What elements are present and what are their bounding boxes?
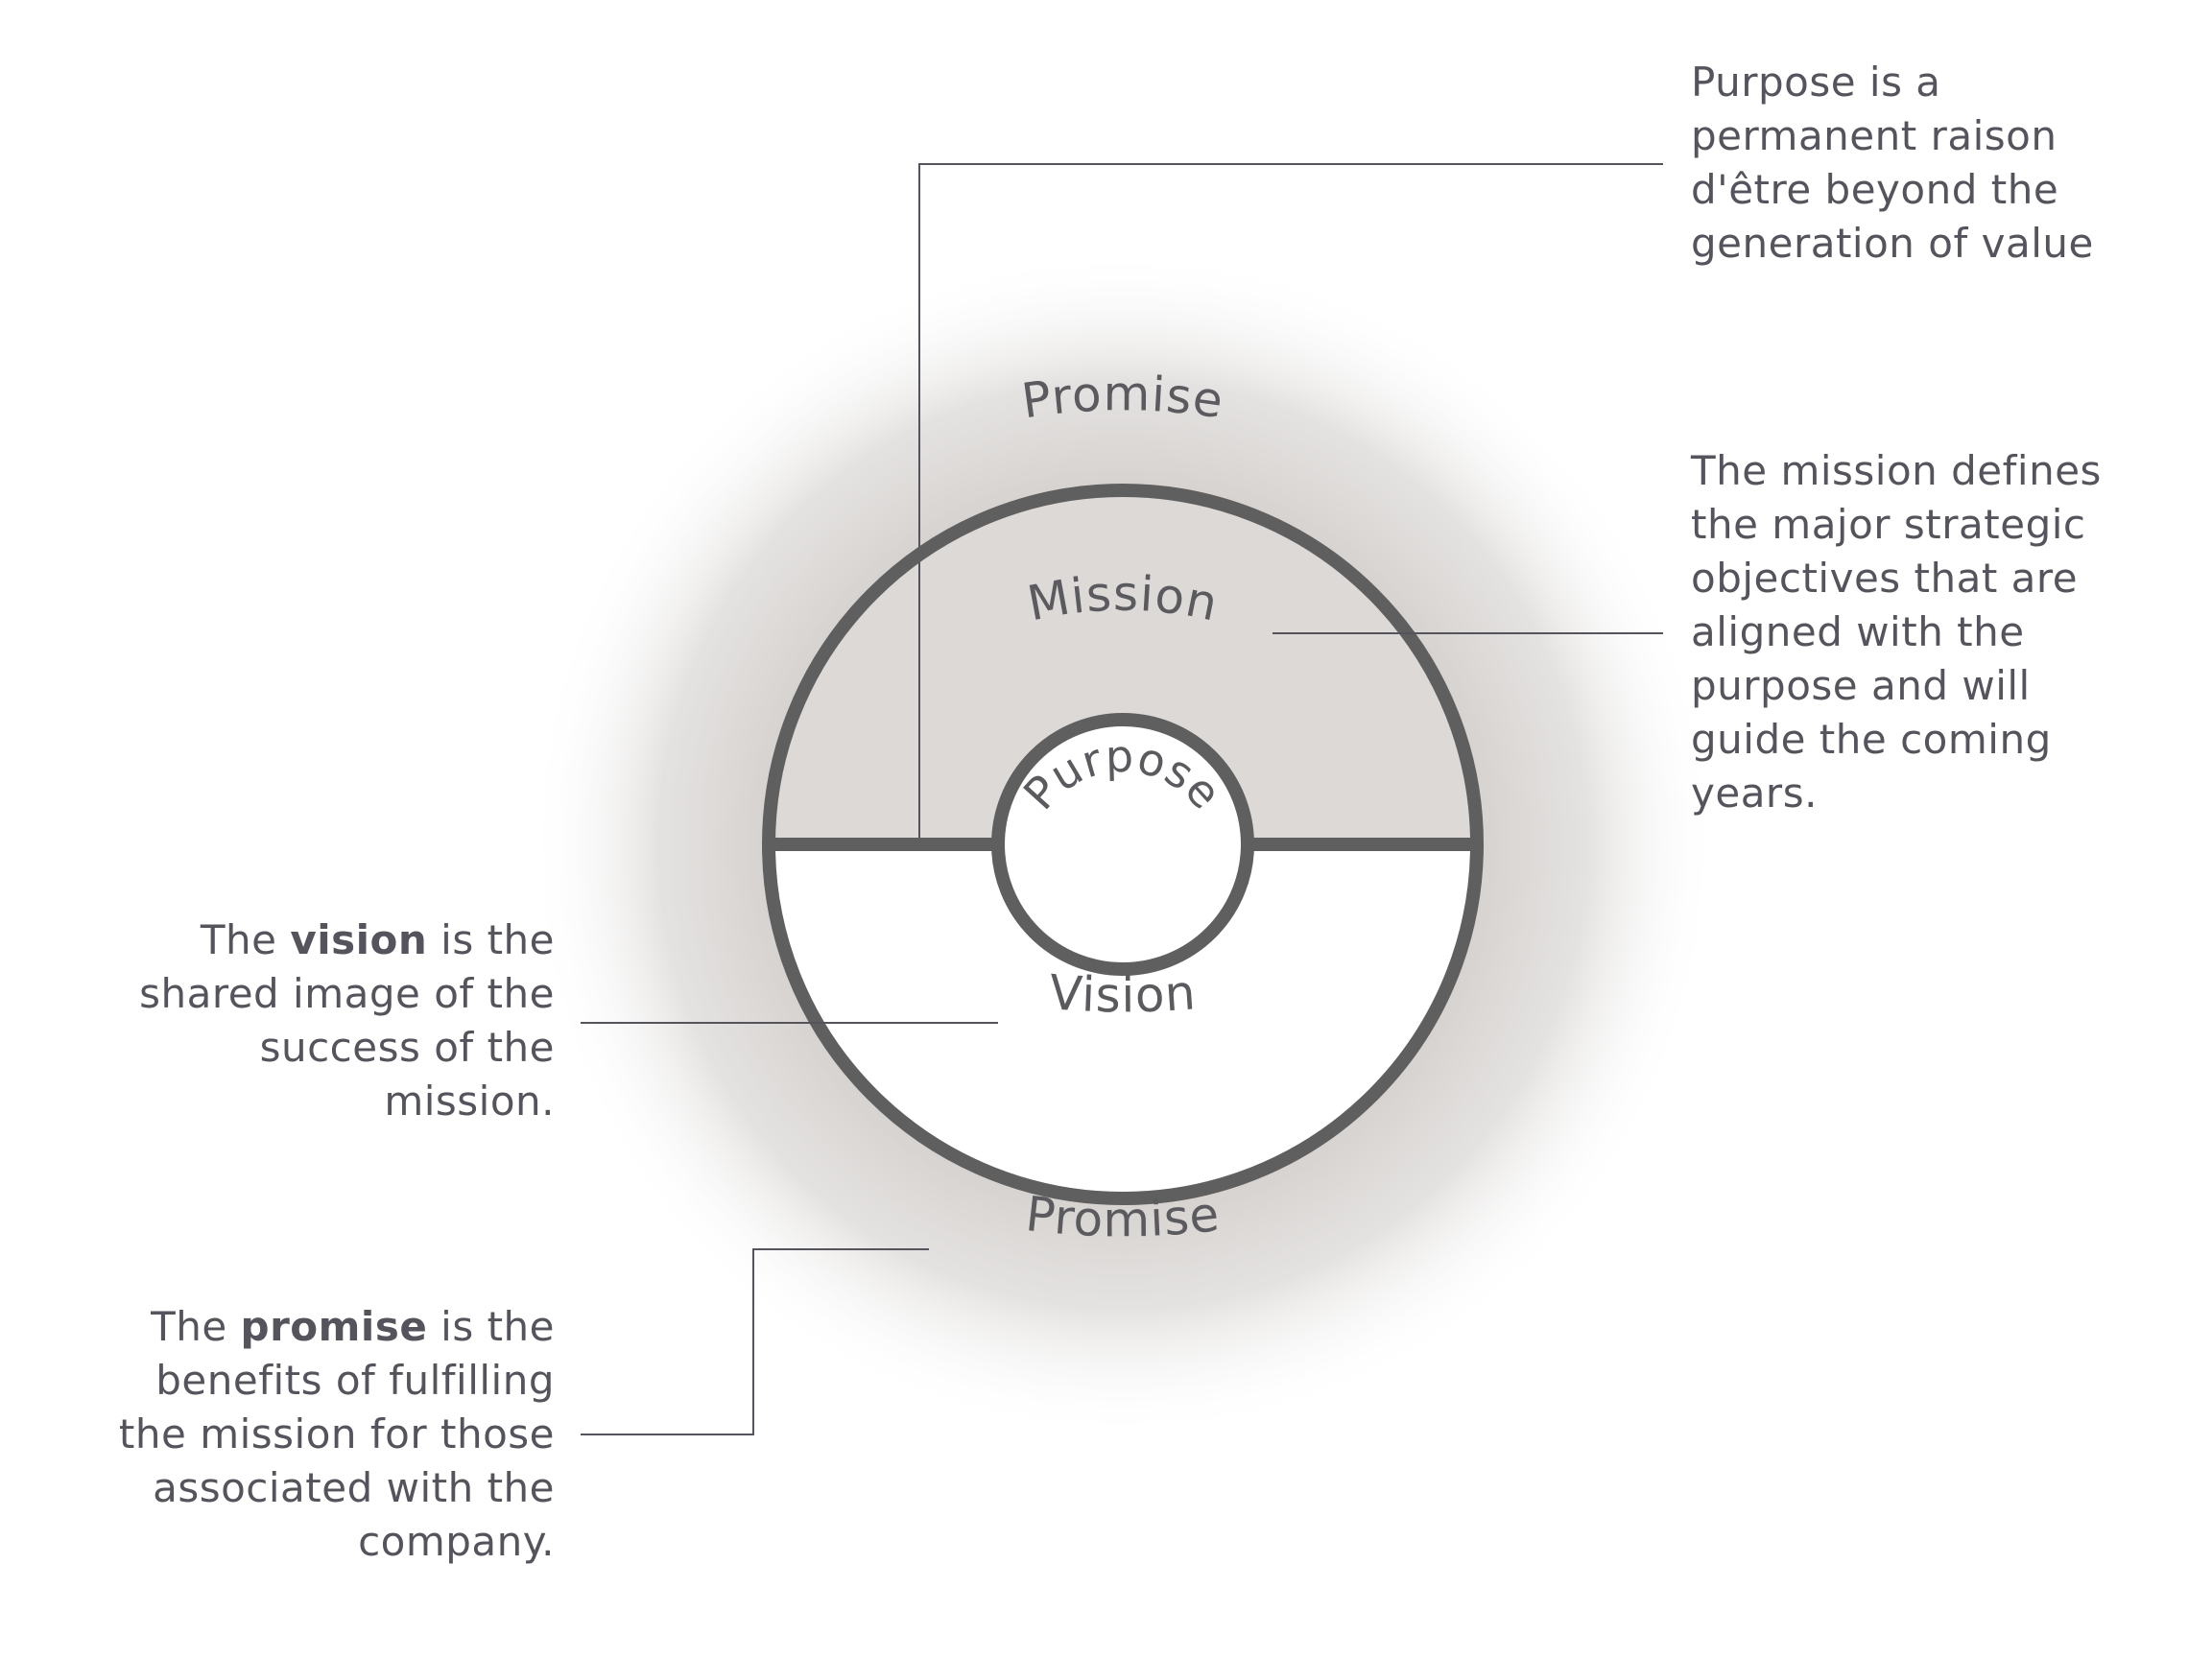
promise-top-label: Promise <box>1018 366 1227 429</box>
promise-leader-line <box>581 1248 929 1435</box>
purpose-circle <box>991 713 1254 976</box>
promise-text-bold: promise <box>240 1303 428 1350</box>
mission-description: The mission defines the major strategic … <box>1691 447 2102 817</box>
vision-description: The vision is the shared image of the su… <box>96 913 555 1128</box>
promise-text-after: is the benefits of fulfilling the missio… <box>118 1303 555 1565</box>
purpose-description: Purpose is a permanent raison d'être bey… <box>1691 59 2094 267</box>
promise-description: The promise is the benefits of fulfillin… <box>77 1300 555 1569</box>
purpose-leader-line <box>918 163 1663 838</box>
mission-zone <box>769 490 1477 844</box>
vision-text-after: is the shared image of the success of th… <box>139 916 555 1125</box>
vision-text-bold: vision <box>290 916 428 963</box>
vision-text-before: The <box>200 916 291 963</box>
promise-text-before: The <box>151 1303 241 1350</box>
vision-zone <box>769 844 1477 1198</box>
vision-label: Vision <box>1048 964 1199 1023</box>
promise-bottom-label: Promise <box>1023 1186 1223 1247</box>
